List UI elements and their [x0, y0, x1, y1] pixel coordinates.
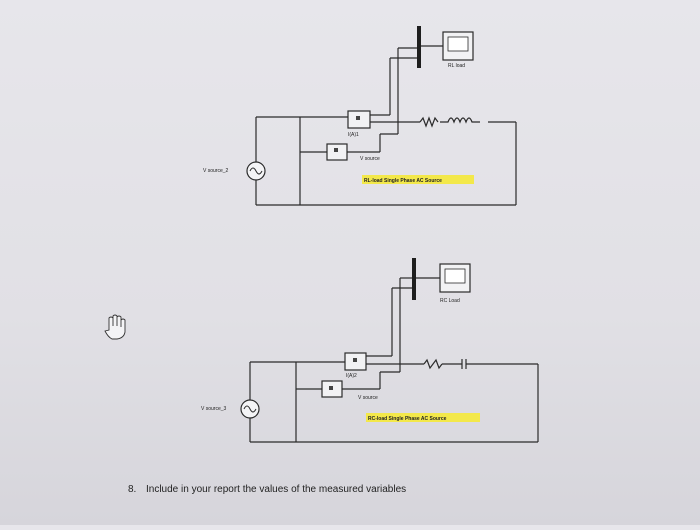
rc-voltage-meter-label: V source [358, 395, 378, 401]
rc-caption-highlight [366, 413, 480, 422]
mux-bar [412, 258, 416, 300]
rl-current-meter-label: I(A)1 [348, 132, 359, 138]
rc-scope-label: RC Load [440, 298, 460, 304]
rl-caption: RL-load Single Phase AC Source [364, 178, 442, 184]
rc-circuit-diagram [240, 258, 539, 443]
rl-source-label: V source_2 [203, 168, 229, 174]
question-line: 8. Include in your report the values of t… [128, 484, 406, 495]
rl-scope-label: RL load [448, 63, 465, 69]
hand-cursor-icon [104, 314, 126, 340]
rl-circuit-diagram [246, 26, 517, 206]
rl-voltage-meter-label: V source [360, 156, 380, 162]
rc-caption: RC-load Single Phase AC Source [368, 416, 447, 422]
rl-caption-highlight [362, 175, 474, 184]
rc-current-meter-label: I(A)2 [346, 373, 357, 379]
rc-source-label: V source_3 [201, 406, 227, 412]
question-text: Include in your report the values of the… [146, 484, 407, 495]
mux-bar [417, 26, 421, 68]
question-number: 8. [128, 484, 137, 495]
